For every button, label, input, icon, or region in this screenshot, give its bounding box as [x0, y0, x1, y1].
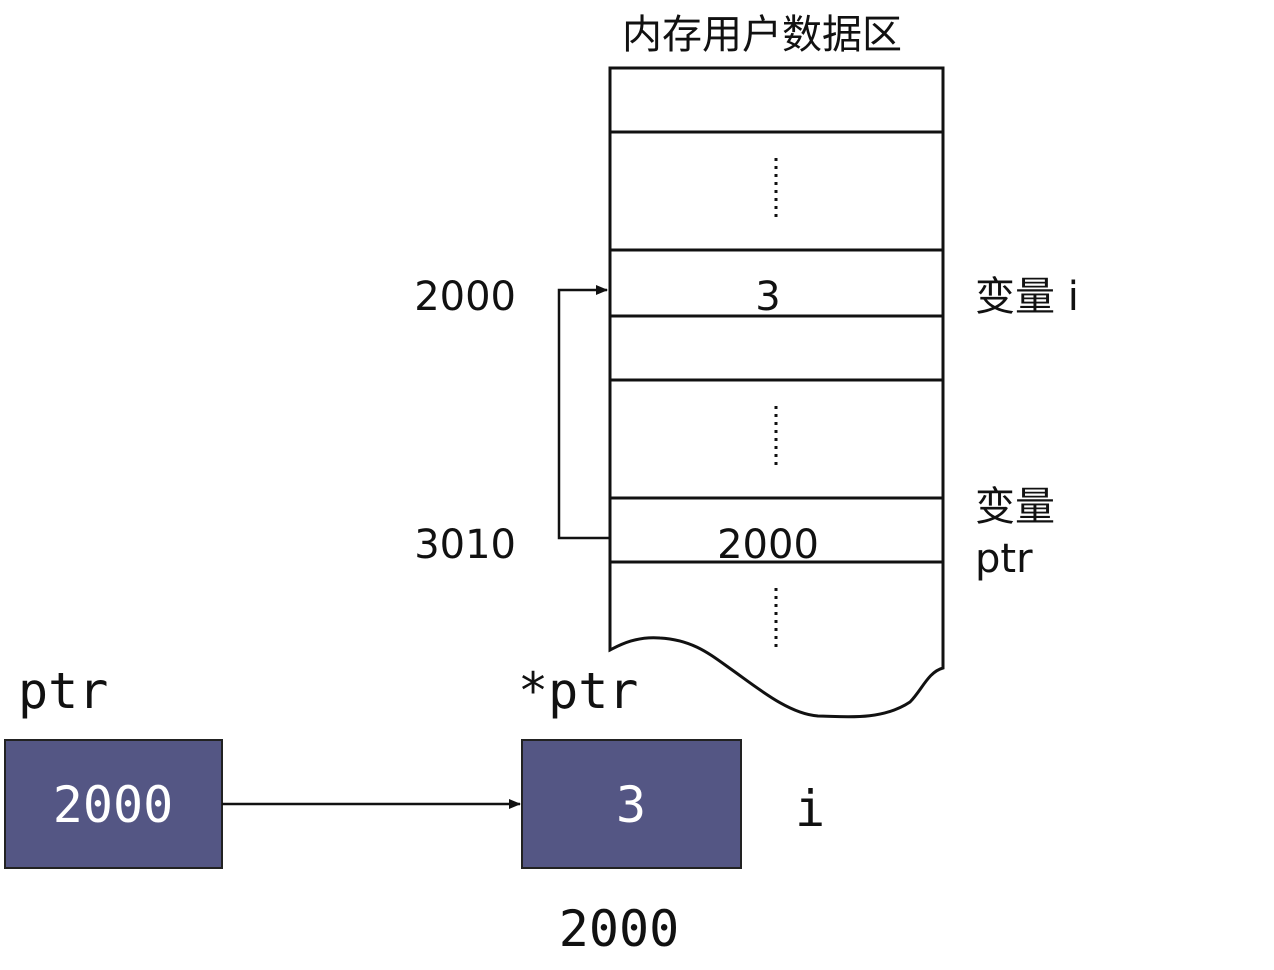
target-box: [521, 739, 742, 869]
pointer-connector-arrow: [557, 285, 609, 540]
var-label-ptr-line1: 变量: [975, 484, 1055, 530]
target-box-title: *ptr: [518, 662, 638, 720]
cell-value-i: 3: [755, 274, 780, 320]
memory-title: 内存用户数据区: [622, 12, 902, 58]
address-i: 2000: [414, 274, 516, 320]
ptr-box: [4, 739, 223, 869]
var-label-i: 变量 i: [975, 274, 1079, 320]
var-label-ptr-line2: ptr: [975, 536, 1033, 582]
memory-column-outline: [608, 66, 945, 719]
target-address: 2000: [559, 900, 679, 958]
ptr-box-value: 2000: [53, 776, 173, 834]
target-box-value: 3: [616, 776, 646, 834]
target-side-label: i: [795, 780, 825, 838]
cell-value-ptr: 2000: [717, 522, 819, 568]
ptr-box-title: ptr: [18, 662, 108, 720]
address-ptr: 3010: [414, 522, 516, 568]
